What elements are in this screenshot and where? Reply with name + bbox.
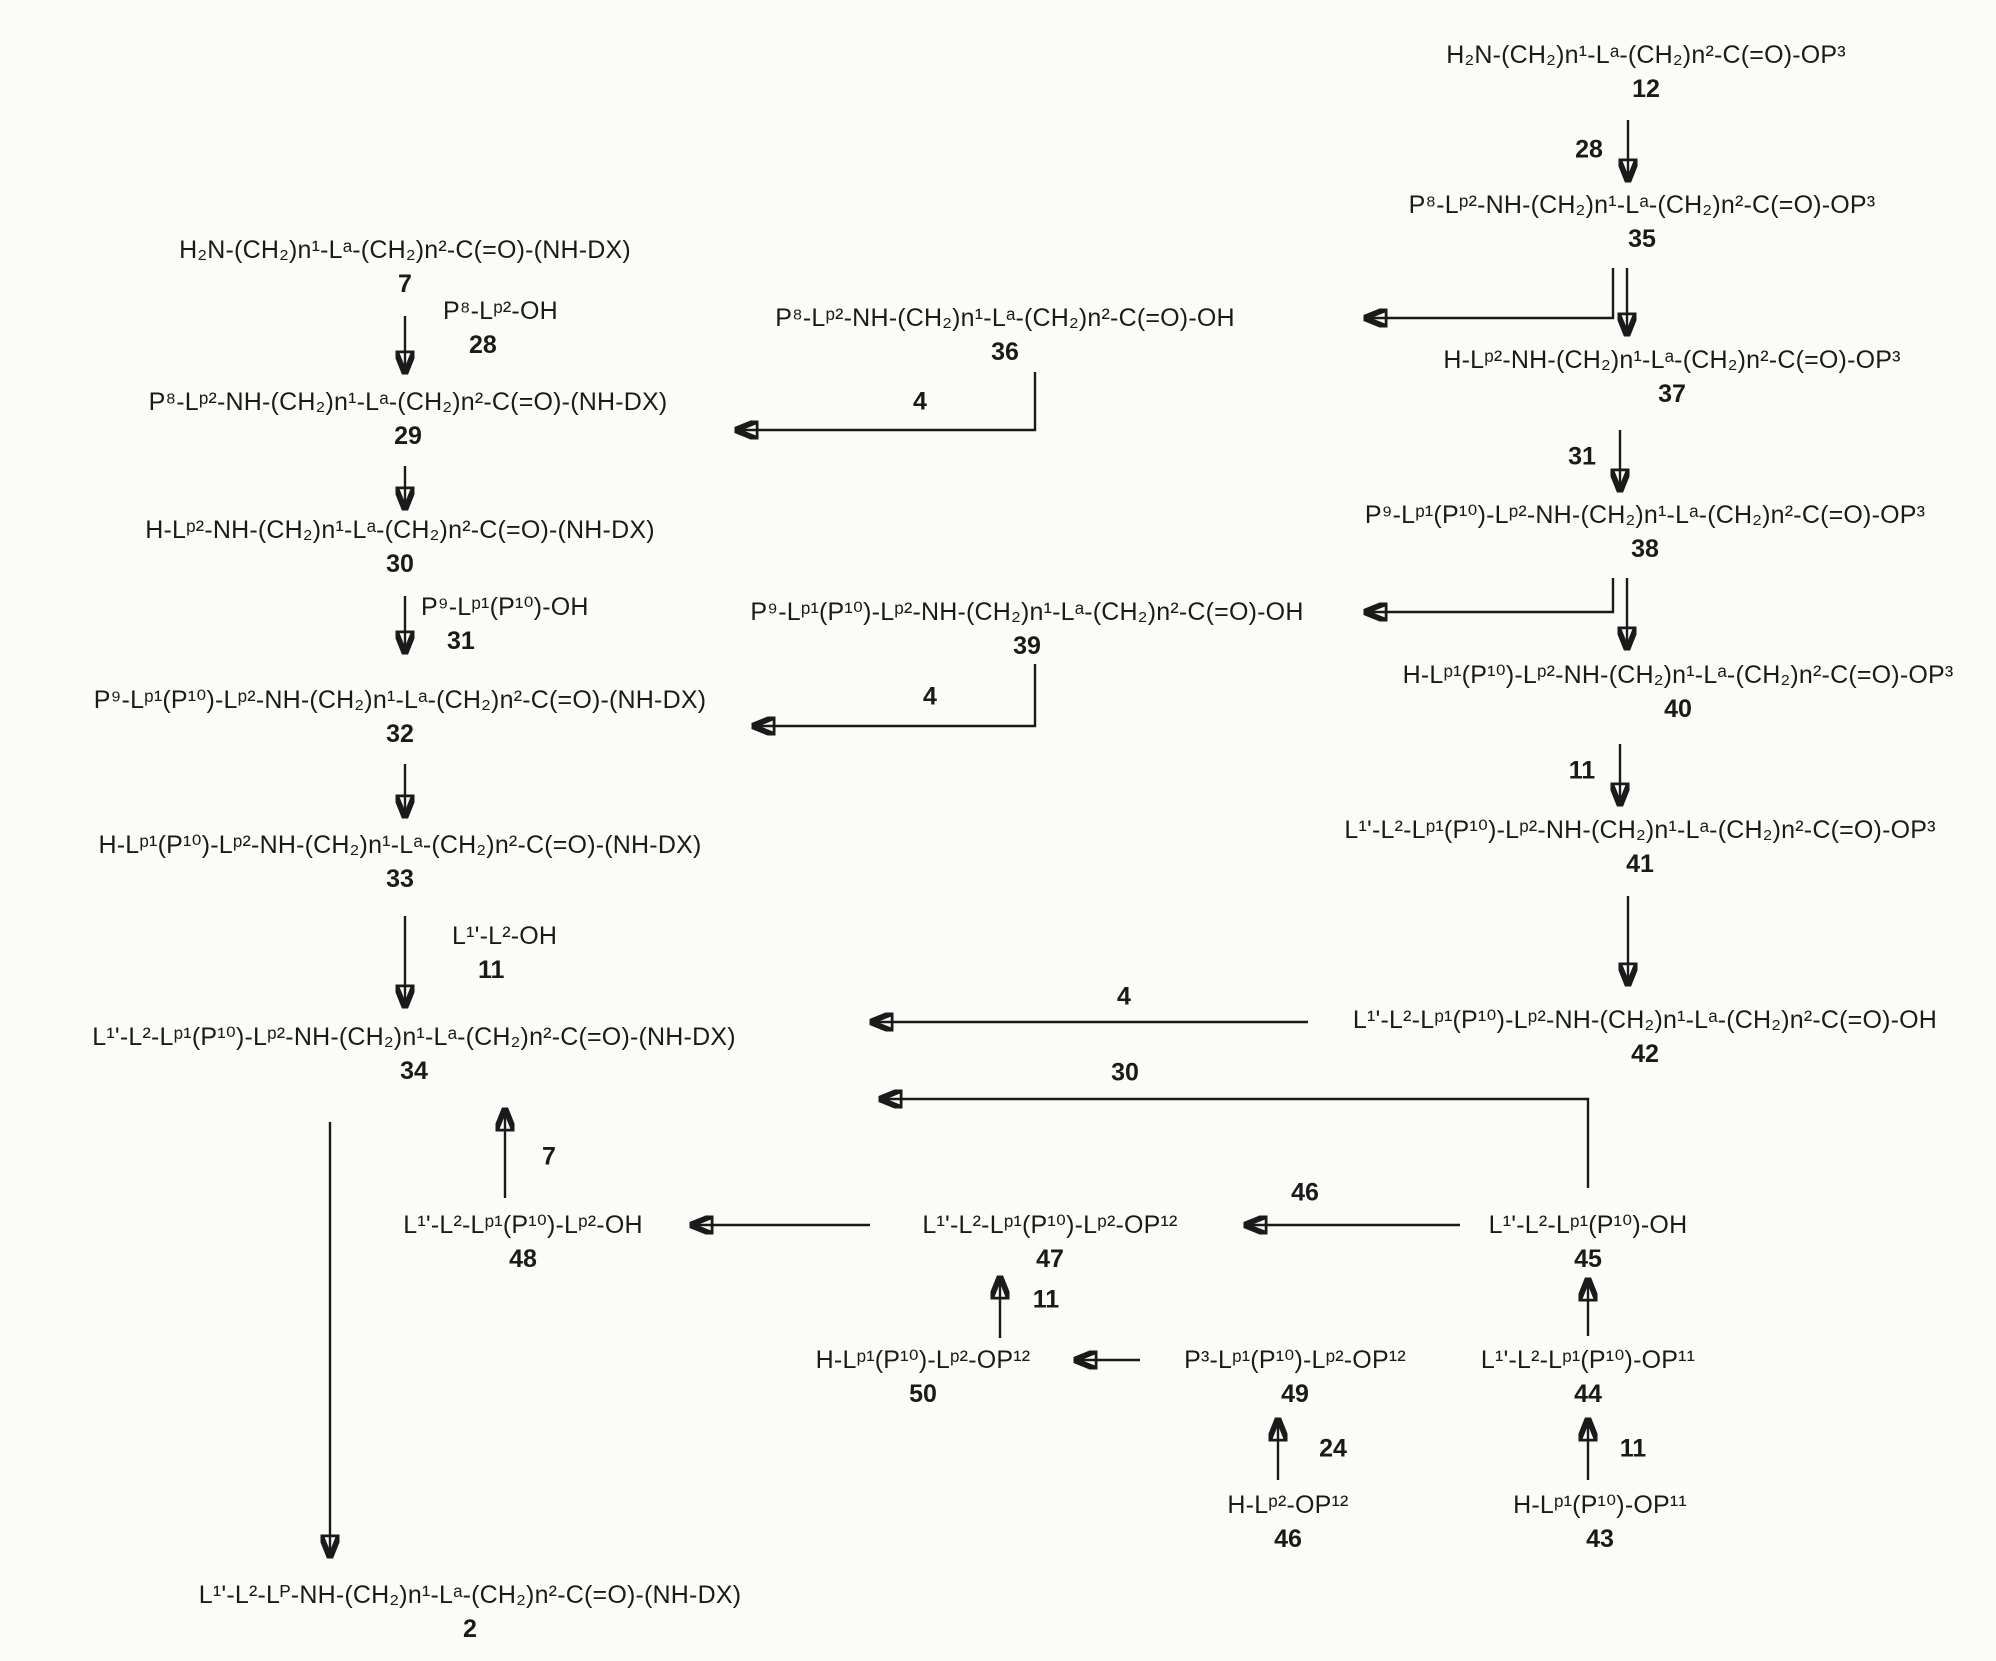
compound-12: H₂N-(CH₂)n¹-Lᵃ-(CH₂)n²-C(=O)-OP³ 12	[1446, 39, 1846, 104]
compound-41-formula: L¹'-L²-Lᵖ¹(P¹⁰)-Lᵖ²-NH-(CH₂)n¹-Lᵃ-(CH₂)n…	[1344, 816, 1936, 844]
compound-35-formula: P⁸-Lᵖ²-NH-(CH₂)n¹-Lᵃ-(CH₂)n²-C(=O)-OP³	[1408, 191, 1876, 219]
compound-2-number: 2	[463, 1615, 477, 1643]
compound-32: P⁹-Lᵖ¹(P¹⁰)-Lᵖ²-NH-(CH₂)n¹-Lᵃ-(CH₂)n²-C(…	[94, 684, 706, 749]
compound-45-number: 45	[1574, 1245, 1602, 1273]
compound-49-formula: P³-Lᵖ¹(P¹⁰)-Lᵖ²-OP¹²	[1184, 1346, 1406, 1374]
compound-36-formula: P⁸-Lᵖ²-NH-(CH₂)n¹-Lᵃ-(CH₂)n²-C(=O)-OH	[775, 304, 1235, 332]
compound-30-number: 30	[386, 550, 414, 578]
compound-43: H-Lᵖ¹(P¹⁰)-OP¹¹ 43	[1513, 1489, 1687, 1554]
compound-47-number: 47	[1036, 1245, 1064, 1273]
compound-7: H₂N-(CH₂)n¹-Lᵃ-(CH₂)n²-C(=O)-(NH-DX) 7	[179, 234, 631, 299]
compound-39: P⁹-Lᵖ¹(P¹⁰)-Lᵖ²-NH-(CH₂)n¹-Lᵃ-(CH₂)n²-C(…	[750, 596, 1303, 661]
compound-2-formula: L¹'-L²-Lᴾ-NH-(CH₂)n¹-Lᵃ-(CH₂)n²-C(=O)-(N…	[198, 1581, 742, 1609]
arrow-label-50-47: 11	[1032, 1285, 1060, 1314]
compound-40-number: 40	[1664, 695, 1692, 723]
compound-46: H-Lᵖ²-OP¹² 46	[1227, 1489, 1348, 1554]
compound-42: L¹'-L²-Lᵖ¹(P¹⁰)-Lᵖ²-NH-(CH₂)n¹-Lᵃ-(CH₂)n…	[1353, 1004, 1937, 1069]
arrow-label-43-44: 11	[1619, 1434, 1647, 1463]
compound-40-formula: H-Lᵖ¹(P¹⁰)-Lᵖ²-NH-(CH₂)n¹-Lᵃ-(CH₂)n²-C(=…	[1402, 661, 1954, 689]
arrow-38-39	[1366, 578, 1615, 612]
reagent-31-number: 31	[447, 627, 475, 655]
arrow-label-39-32: 4	[923, 682, 937, 711]
arrow-label-48-34: 7	[542, 1142, 556, 1171]
reagent-28-number: 28	[469, 331, 497, 359]
compound-36: P⁸-Lᵖ²-NH-(CH₂)n¹-Lᵃ-(CH₂)n²-C(=O)-OH 36	[775, 302, 1235, 367]
compound-37: H-Lᵖ²-NH-(CH₂)n¹-Lᵃ-(CH₂)n²-C(=O)-OP³ 37	[1443, 344, 1900, 409]
reagent-11-number: 11	[478, 956, 505, 984]
arrow-39-32	[754, 664, 1037, 726]
compound-41: L¹'-L²-Lᵖ¹(P¹⁰)-Lᵖ²-NH-(CH₂)n¹-Lᵃ-(CH₂)n…	[1344, 814, 1935, 879]
arrow-label-45-34: 30	[1111, 1058, 1139, 1087]
compound-45-formula: L¹'-L²-Lᵖ¹(P¹⁰)-OH	[1488, 1211, 1688, 1239]
compound-48-formula: L¹'-L²-Lᵖ¹(P¹⁰)-Lᵖ²-OH	[403, 1211, 643, 1239]
compound-49-number: 49	[1281, 1380, 1309, 1408]
compound-39-formula: P⁹-Lᵖ¹(P¹⁰)-Lᵖ²-NH-(CH₂)n¹-Lᵃ-(CH₂)n²-C(…	[750, 598, 1304, 626]
reagent-11: L¹'-L²-OH 11	[452, 920, 557, 985]
reagent-31: P⁹-Lᵖ¹(P¹⁰)-OH 31	[421, 591, 589, 656]
compound-47-formula: L¹'-L²-Lᵖ¹(P¹⁰)-Lᵖ²-OP¹²	[922, 1211, 1178, 1239]
compound-50-formula: H-Lᵖ¹(P¹⁰)-Lᵖ²-OP¹²	[815, 1346, 1031, 1374]
arrow-label-36-29: 4	[913, 387, 927, 416]
compound-40: H-Lᵖ¹(P¹⁰)-Lᵖ²-NH-(CH₂)n¹-Lᵃ-(CH₂)n²-C(=…	[1403, 659, 1954, 724]
compound-37-number: 37	[1658, 380, 1686, 408]
compound-44-number: 44	[1574, 1380, 1602, 1408]
compound-44: L¹'-L²-Lᵖ¹(P¹⁰)-OP¹¹ 44	[1481, 1344, 1695, 1409]
compound-42-formula: L¹'-L²-Lᵖ¹(P¹⁰)-Lᵖ²-NH-(CH₂)n¹-Lᵃ-(CH₂)n…	[1352, 1006, 1938, 1034]
compound-32-formula: P⁹-Lᵖ¹(P¹⁰)-Lᵖ²-NH-(CH₂)n¹-Lᵃ-(CH₂)n²-C(…	[93, 686, 707, 714]
arrow-35-36	[1366, 268, 1615, 318]
compound-43-formula: H-Lᵖ¹(P¹⁰)-OP¹¹	[1513, 1491, 1687, 1519]
compound-37-formula: H-Lᵖ²-NH-(CH₂)n¹-Lᵃ-(CH₂)n²-C(=O)-OP³	[1443, 346, 1901, 374]
reagent-11-formula: L¹'-L²-OH	[452, 922, 558, 950]
compound-48: L¹'-L²-Lᵖ¹(P¹⁰)-Lᵖ²-OH 48	[403, 1209, 642, 1274]
compound-29-formula: P⁸-Lᵖ²-NH-(CH₂)n¹-Lᵃ-(CH₂)n²-C(=O)-(NH-D…	[148, 388, 668, 416]
arrow-label-12-35: 28	[1575, 135, 1603, 164]
compound-12-number: 12	[1632, 75, 1660, 103]
arrow-label-40-41: 11	[1568, 756, 1596, 785]
compound-34: L¹'-L²-Lᵖ¹(P¹⁰)-Lᵖ²-NH-(CH₂)n¹-Lᵃ-(CH₂)n…	[92, 1021, 735, 1086]
compound-38-formula: P⁹-Lᵖ¹(P¹⁰)-Lᵖ²-NH-(CH₂)n¹-Lᵃ-(CH₂)n²-C(…	[1364, 501, 1926, 529]
arrow-label-45-47: 46	[1291, 1178, 1319, 1207]
compound-41-number: 41	[1626, 850, 1654, 878]
compound-50: H-Lᵖ¹(P¹⁰)-Lᵖ²-OP¹² 50	[816, 1344, 1031, 1409]
compound-47: L¹'-L²-Lᵖ¹(P¹⁰)-Lᵖ²-OP¹² 47	[922, 1209, 1177, 1274]
compound-32-number: 32	[386, 720, 414, 748]
compound-7-formula: H₂N-(CH₂)n¹-Lᵃ-(CH₂)n²-C(=O)-(NH-DX)	[179, 236, 631, 264]
compound-46-number: 46	[1274, 1525, 1302, 1553]
compound-42-number: 42	[1631, 1040, 1659, 1068]
compound-38: P⁹-Lᵖ¹(P¹⁰)-Lᵖ²-NH-(CH₂)n¹-Lᵃ-(CH₂)n²-C(…	[1365, 499, 1925, 564]
compound-35-number: 35	[1628, 225, 1656, 253]
compound-35: P⁸-Lᵖ²-NH-(CH₂)n¹-Lᵃ-(CH₂)n²-C(=O)-OP³ 3…	[1409, 189, 1876, 254]
reagent-28-formula: P⁸-Lᵖ²-OH	[443, 297, 558, 325]
arrow-label-46-49: 24	[1319, 1434, 1347, 1463]
reagent-28: P⁸-Lᵖ²-OH 28	[443, 295, 558, 360]
compound-30: H-Lᵖ²-NH-(CH₂)n¹-Lᵃ-(CH₂)n²-C(=O)-(NH-DX…	[145, 514, 654, 579]
compound-34-number: 34	[400, 1057, 428, 1085]
compound-30-formula: H-Lᵖ²-NH-(CH₂)n¹-Lᵃ-(CH₂)n²-C(=O)-(NH-DX…	[145, 516, 655, 544]
compound-48-number: 48	[509, 1245, 537, 1273]
compound-12-formula: H₂N-(CH₂)n¹-Lᵃ-(CH₂)n²-C(=O)-OP³	[1446, 41, 1846, 69]
compound-50-number: 50	[909, 1380, 937, 1408]
compound-36-number: 36	[991, 338, 1019, 366]
compound-33: H-Lᵖ¹(P¹⁰)-Lᵖ²-NH-(CH₂)n¹-Lᵃ-(CH₂)n²-C(=…	[99, 829, 702, 894]
compound-2: L¹'-L²-Lᴾ-NH-(CH₂)n¹-Lᵃ-(CH₂)n²-C(=O)-(N…	[199, 1579, 741, 1644]
compound-7-number: 7	[398, 270, 412, 298]
arrow-label-42-34: 4	[1117, 982, 1131, 1011]
compound-29-number: 29	[394, 422, 422, 450]
compound-49: P³-Lᵖ¹(P¹⁰)-Lᵖ²-OP¹² 49	[1184, 1344, 1406, 1409]
compound-43-number: 43	[1586, 1525, 1614, 1553]
compound-46-formula: H-Lᵖ²-OP¹²	[1227, 1491, 1349, 1519]
compound-44-formula: L¹'-L²-Lᵖ¹(P¹⁰)-OP¹¹	[1480, 1346, 1696, 1374]
compound-39-number: 39	[1013, 632, 1041, 660]
compound-45: L¹'-L²-Lᵖ¹(P¹⁰)-OH 45	[1489, 1209, 1688, 1274]
arrow-label-37-38: 31	[1568, 442, 1596, 471]
reagent-31-formula: P⁹-Lᵖ¹(P¹⁰)-OH	[421, 593, 589, 621]
compound-38-number: 38	[1631, 535, 1659, 563]
arrow-45-34	[881, 1099, 1590, 1188]
compound-34-formula: L¹'-L²-Lᵖ¹(P¹⁰)-Lᵖ²-NH-(CH₂)n¹-Lᵃ-(CH₂)n…	[92, 1023, 736, 1051]
arrow-36-29	[737, 372, 1037, 430]
compound-33-formula: H-Lᵖ¹(P¹⁰)-Lᵖ²-NH-(CH₂)n¹-Lᵃ-(CH₂)n²-C(=…	[98, 831, 702, 859]
compound-33-number: 33	[386, 865, 414, 893]
compound-29: P⁸-Lᵖ²-NH-(CH₂)n¹-Lᵃ-(CH₂)n²-C(=O)-(NH-D…	[149, 386, 668, 451]
